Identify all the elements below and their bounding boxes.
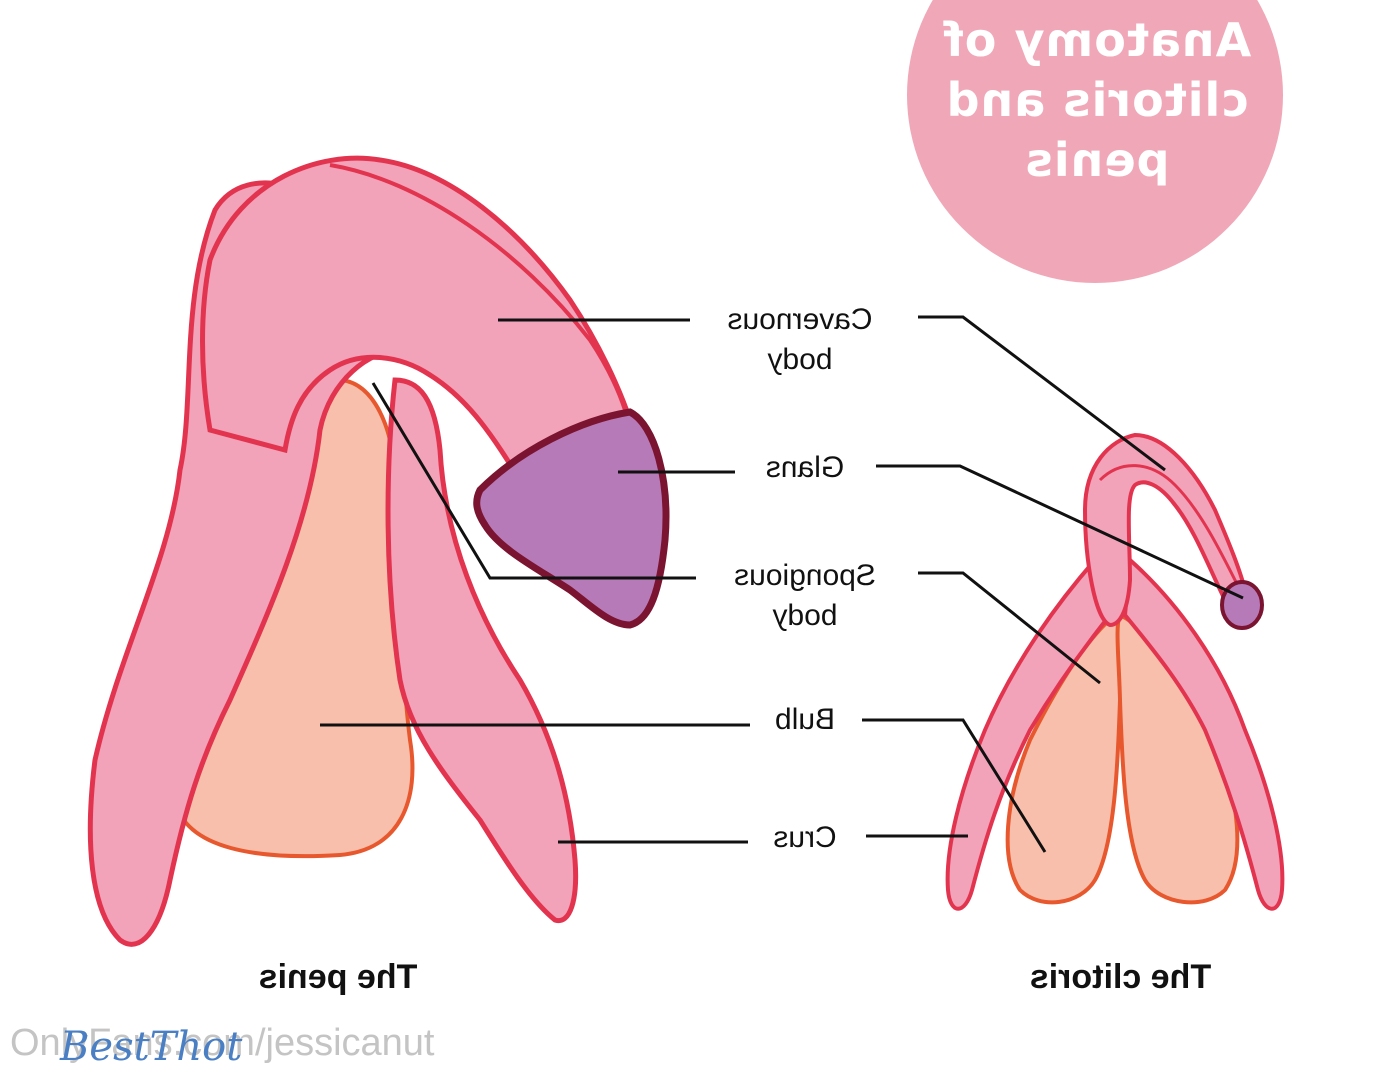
label-cavernous-line2: body xyxy=(767,343,833,376)
label-spongious-line2: body xyxy=(772,599,838,632)
caption-clitoris: The clitoris xyxy=(1029,958,1212,996)
title-line-2: clitoris and xyxy=(945,73,1249,127)
penis-glans xyxy=(473,408,670,629)
caption-penis: The penis xyxy=(258,958,418,996)
label-spongious-line1: Spongious xyxy=(734,559,876,592)
leader-lines xyxy=(320,315,1244,853)
title-line-3: penis xyxy=(1024,133,1170,187)
clitoris-illustration xyxy=(945,432,1285,911)
leader-glans-clitoris xyxy=(876,464,1244,600)
clitoris-glans xyxy=(1220,580,1264,630)
leader-spongious-clitoris xyxy=(918,571,1101,685)
leader-cavernous-clitoris xyxy=(918,315,1166,472)
label-cavernous-line1: Cavernous xyxy=(727,303,873,336)
label-glans: Glans xyxy=(765,451,845,484)
title-line-1: Anatomy of xyxy=(942,13,1252,67)
leader-bulb-clitoris xyxy=(862,718,1047,853)
label-crus: Crus xyxy=(773,821,837,854)
clitoris-body xyxy=(1082,432,1248,628)
watermark-text: OnlyFans.com/jessicanut xyxy=(10,1022,435,1064)
clitoris-inner-line xyxy=(1098,464,1242,591)
penis-crus-right xyxy=(385,377,579,924)
clitoris-crus-left xyxy=(945,555,1113,911)
leader-spongious-penis xyxy=(371,382,696,580)
label-cavernous-body: Cavernous body xyxy=(700,300,900,380)
label-bulb: Bulb xyxy=(774,703,836,736)
watermark-logo: BestThot xyxy=(60,1024,243,1070)
clitoris-crus-right xyxy=(1122,555,1285,911)
label-spongious-body: Spongious body xyxy=(700,556,910,636)
penis-illustration xyxy=(87,155,670,947)
penis-shaft-line xyxy=(329,163,627,411)
title-circle xyxy=(907,0,1283,283)
